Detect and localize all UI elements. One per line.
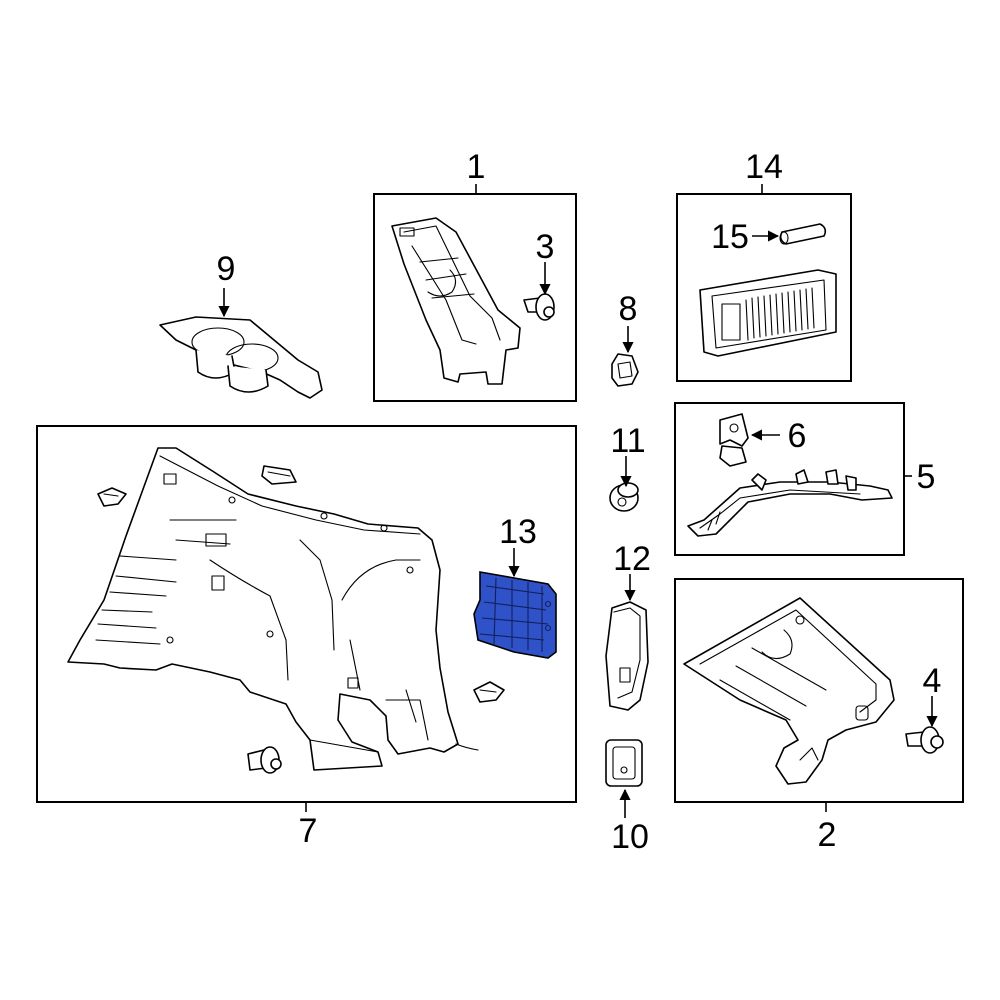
callout-4: 4 [923, 662, 942, 700]
callout-11: 11 [610, 422, 645, 460]
callout-8: 8 [619, 290, 638, 328]
part-2-lower-trim[interactable] [683, 597, 895, 785]
part-12-trim-piece[interactable] [605, 601, 649, 711]
callout-2: 2 [818, 816, 837, 854]
part-7-quarter-trim-panel[interactable] [67, 447, 479, 771]
group-box-2 [674, 578, 964, 803]
part-13-cover-highlighted[interactable] [473, 571, 557, 659]
part-15-bulb[interactable] [779, 223, 827, 245]
part-7-clip-a[interactable] [97, 487, 127, 507]
part-14-lamp-assembly[interactable] [699, 269, 837, 357]
part-4-clip[interactable] [905, 726, 944, 754]
callout-labels: 1 2 3 4 5 6 7 8 9 10 11 12 13 14 15 [217, 148, 942, 856]
callout-15: 15 [711, 218, 749, 256]
callout-5: 5 [917, 458, 936, 496]
part-7-clip-b[interactable] [261, 465, 297, 485]
callout-3: 3 [536, 228, 555, 266]
part-3-clip[interactable] [523, 293, 555, 321]
leader-lines [218, 184, 938, 818]
callout-9: 9 [217, 250, 236, 288]
part-6-bracket[interactable] [719, 413, 749, 467]
part-1-pillar-trim[interactable] [391, 217, 521, 385]
part-8-clip[interactable] [611, 353, 639, 387]
part-11-clip[interactable] [609, 482, 639, 512]
callout-10: 10 [611, 818, 649, 856]
callout-6: 6 [788, 417, 807, 455]
part-7-clip-c[interactable] [473, 681, 505, 703]
callout-1: 1 [467, 148, 486, 186]
callout-7: 7 [299, 812, 318, 850]
part-9-cup-holder[interactable] [159, 316, 323, 399]
group-box-14 [676, 193, 852, 382]
group-box-1 [373, 193, 577, 402]
part-7-clip-d[interactable] [247, 746, 282, 774]
part-10-switch-bezel[interactable] [605, 739, 643, 787]
callout-13: 13 [499, 513, 537, 551]
group-box-5 [674, 402, 905, 556]
part-5-wire-harness[interactable] [687, 469, 893, 537]
callout-12: 12 [613, 540, 651, 578]
callout-14: 14 [745, 148, 783, 186]
